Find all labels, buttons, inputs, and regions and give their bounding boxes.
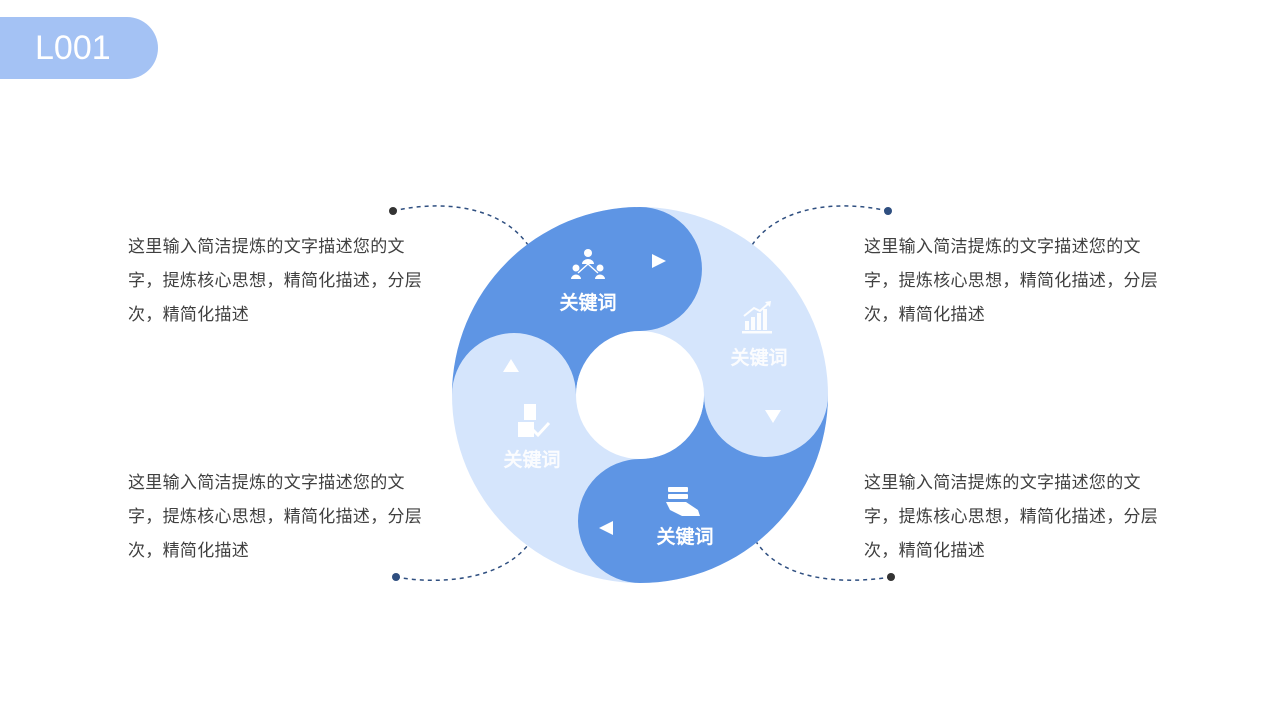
connector-dot-bottom-right — [887, 573, 895, 581]
arrow-up-icon — [503, 359, 519, 372]
connector-bottom-right — [754, 539, 892, 581]
connectors — [392, 205, 892, 582]
connector-dot-top-left — [389, 207, 397, 215]
connector-top-right — [751, 205, 889, 246]
segment-bottom-right — [578, 395, 828, 583]
connector-top-left — [392, 205, 529, 246]
cycle-item-label-1: 关键词 — [559, 291, 616, 314]
description-top-right: 这里输入简洁提炼的文字描述您的文字，提炼核心思想，精简化描述，分层次，精简化描述 — [864, 237, 1159, 325]
bar-chart-growth-icon — [742, 301, 772, 334]
cycle-item-label-2: 关键词 — [730, 346, 787, 369]
segment-top-left — [452, 207, 702, 395]
connector-dot-bottom-left — [392, 573, 400, 581]
cycle-item-label-3: 关键词 — [656, 525, 713, 548]
description-bottom-right: 这里输入简洁提炼的文字描述您的文字，提炼核心思想，精简化描述，分层次，精简化描述 — [864, 473, 1159, 561]
description-bottom-left: 这里输入简洁提炼的文字描述您的文字，提炼核心思想，精简化描述，分层次，精简化描述 — [128, 473, 423, 561]
description-top-left: 这里输入简洁提炼的文字描述您的文字，提炼核心思想，精简化描述，分层次，精简化描述 — [128, 237, 423, 325]
cycle-item-label-4: 关键词 — [503, 448, 560, 471]
arrow-left-icon — [599, 521, 613, 535]
slide-number-tag: L001 — [0, 17, 158, 79]
connector-dot-top-right — [884, 207, 892, 215]
cycle-center — [576, 331, 704, 459]
arrow-down-icon — [765, 410, 781, 423]
organization-chart-icon — [571, 249, 605, 279]
document-checkmark-icon — [518, 404, 551, 438]
connector-bottom-left — [395, 544, 529, 582]
hand-money-icon — [666, 487, 700, 516]
arrow-right-icon — [652, 254, 666, 268]
